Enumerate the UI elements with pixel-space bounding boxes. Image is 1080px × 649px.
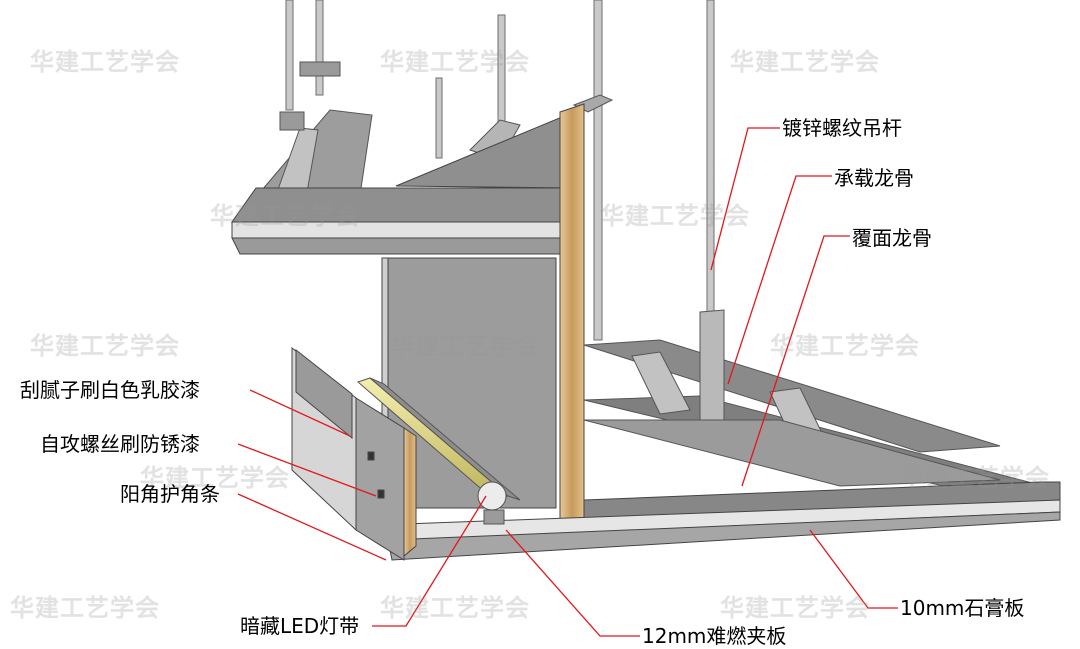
leader-screw <box>237 443 377 497</box>
upper-runners <box>260 61 614 199</box>
lower-runner-grid <box>583 309 1041 491</box>
label-cross-runner: 覆面龙骨 <box>852 226 932 250</box>
leader-corner-bead <box>237 493 387 561</box>
soffit-edge <box>291 346 417 561</box>
label-gypsum: 10mm石膏板 <box>900 596 1025 620</box>
label-screw: 自攻螺丝刷防锈漆 <box>40 432 200 456</box>
label-putty: 刮腻子刷白色乳胶漆 <box>20 378 200 402</box>
label-rod: 镀锌螺纹吊杆 <box>782 116 902 140</box>
leader-lines <box>237 127 898 637</box>
leader-main-runner <box>727 175 832 385</box>
leader-plywood <box>505 529 640 637</box>
lower-gypsum-board <box>387 481 1061 561</box>
leader-rod <box>710 127 780 271</box>
label-led: 暗藏LED灯带 <box>240 614 360 638</box>
upper-gypsum-board <box>231 111 575 255</box>
leader-gypsum <box>809 529 898 609</box>
leader-led <box>372 495 487 627</box>
label-main-runner: 承载龙骨 <box>834 166 914 190</box>
leader-putty <box>249 389 351 437</box>
led-strip <box>357 377 521 525</box>
leader-cross-runner <box>741 235 850 487</box>
label-corner-bead: 阳角护角条 <box>120 482 220 506</box>
label-plywood: 12mm难燃夹板 <box>642 624 787 648</box>
